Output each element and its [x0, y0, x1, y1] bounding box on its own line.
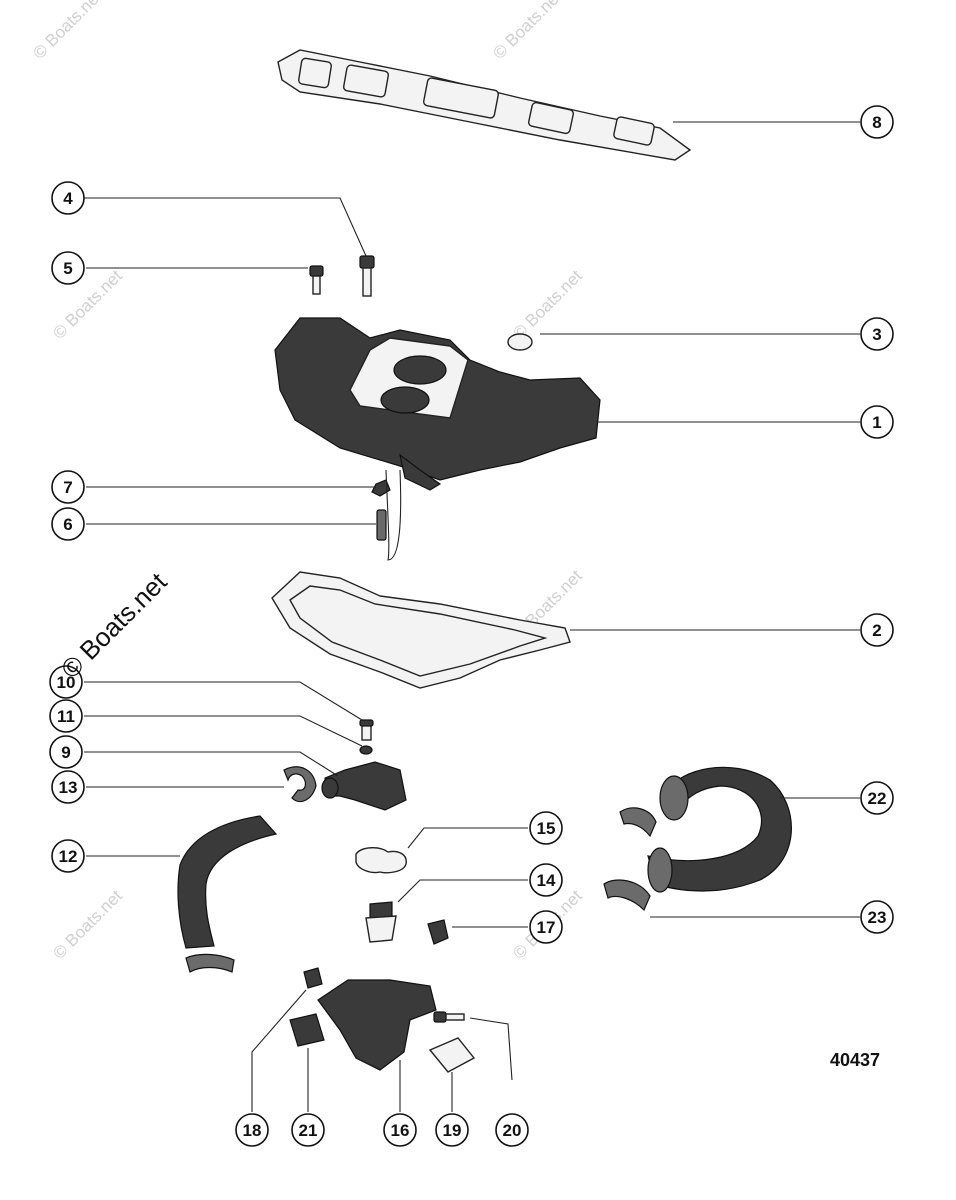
callout-4: 4 [51, 181, 85, 215]
part-11-washer [359, 745, 373, 755]
watermark-faint: © Boats.net [29, 0, 106, 63]
callout-19: 19 [435, 1113, 469, 1147]
part-23-clamp [603, 879, 651, 912]
part-1-exhaust-manifold [274, 317, 601, 491]
part-14-thermostat [365, 901, 397, 943]
part-23-clamp [619, 807, 657, 838]
svg-text:20: 20 [503, 1121, 522, 1140]
clamp-lower [185, 953, 235, 973]
part-7-nut [371, 479, 391, 497]
callout-17: 17 [529, 910, 563, 944]
part-19-gasket [428, 1037, 476, 1073]
svg-text:13: 13 [59, 778, 78, 797]
part-4-bolt [359, 255, 375, 297]
callout-7: 7 [51, 470, 85, 504]
svg-text:22: 22 [868, 789, 887, 808]
svg-text:3: 3 [872, 325, 881, 344]
part-5-bolt [309, 265, 324, 295]
svg-text:14: 14 [537, 871, 556, 890]
part-16-housing [317, 979, 437, 1071]
callout-22: 22 [860, 781, 894, 815]
leader-lines [84, 121, 860, 1112]
callout-23: 23 [860, 900, 894, 934]
part-3-plug [507, 333, 533, 351]
callouts: 8 4 5 3 1 7 6 2 [49, 105, 894, 1147]
watermark-faint: © Boats.net [509, 266, 586, 343]
callout-6: 6 [51, 507, 85, 541]
svg-text:8: 8 [872, 113, 881, 132]
svg-text:2: 2 [872, 621, 881, 640]
watermark-faint: © Boats.net [489, 0, 566, 63]
hose-end-bottom [647, 847, 673, 893]
part-10-bolt [359, 719, 374, 741]
svg-text:4: 4 [63, 189, 73, 208]
part-6-stud [376, 509, 387, 541]
svg-text:16: 16 [391, 1121, 410, 1140]
callout-18: 18 [235, 1113, 269, 1147]
callout-10: 10 [49, 665, 83, 699]
part-13-clamp [283, 766, 317, 803]
part-2-gasket [271, 571, 571, 689]
svg-text:10: 10 [57, 673, 76, 692]
svg-text:23: 23 [868, 908, 887, 927]
callout-14: 14 [529, 863, 563, 897]
watermark-main: © Boats.net [55, 566, 173, 684]
part-21-fitting [289, 1013, 325, 1047]
svg-text:1: 1 [872, 413, 881, 432]
callout-2: 2 [860, 613, 894, 647]
part-18-fitting [303, 967, 323, 989]
svg-text:18: 18 [243, 1121, 262, 1140]
svg-text:21: 21 [299, 1121, 318, 1140]
callout-12: 12 [51, 839, 85, 873]
figure-number: 40437 [830, 1050, 880, 1070]
svg-text:7: 7 [63, 478, 72, 497]
callout-5: 5 [51, 251, 85, 285]
svg-text:5: 5 [63, 259, 72, 278]
svg-text:9: 9 [61, 743, 70, 762]
callout-3: 3 [860, 317, 894, 351]
svg-text:17: 17 [537, 918, 556, 937]
part-17-plug [427, 919, 449, 945]
stud-outline [385, 469, 402, 561]
callout-15: 15 [529, 811, 563, 845]
svg-text:11: 11 [57, 707, 75, 726]
part-12-hose [177, 815, 278, 949]
callout-11: 11 [49, 699, 83, 733]
callout-1: 1 [860, 405, 894, 439]
callout-13: 13 [51, 770, 85, 804]
svg-text:19: 19 [443, 1121, 462, 1140]
callout-8: 8 [860, 105, 894, 139]
hose-end-top [659, 775, 689, 821]
part-9-elbow [321, 761, 407, 811]
watermark-faint: © Boats.net [49, 886, 126, 963]
part-15-gasket [355, 847, 407, 874]
svg-text:12: 12 [59, 847, 78, 866]
svg-text:15: 15 [537, 819, 556, 838]
part-20-bolt [433, 1011, 465, 1023]
callout-20: 20 [495, 1113, 529, 1147]
callout-21: 21 [291, 1113, 325, 1147]
part-8-gasket [277, 49, 692, 161]
svg-text:6: 6 [63, 515, 72, 534]
callout-9: 9 [49, 735, 83, 769]
callout-16: 16 [383, 1113, 417, 1147]
faint-watermarks: © Boats.net © Boats.net © Boats.net © Bo… [29, 0, 586, 963]
